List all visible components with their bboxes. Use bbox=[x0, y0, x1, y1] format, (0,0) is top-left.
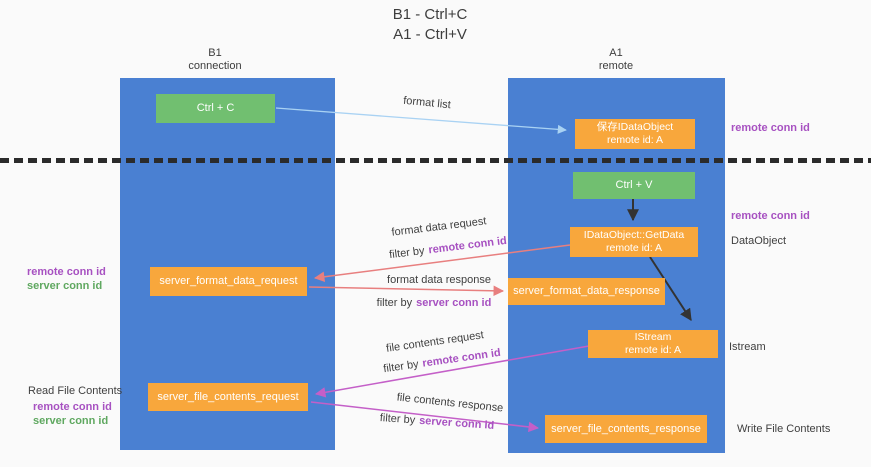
filter-server-conn-id-value: server conn id bbox=[418, 414, 495, 432]
node-idataobject-getdata-line2: remote id: A bbox=[605, 242, 663, 254]
node-ctrl-c: Ctrl + C bbox=[156, 94, 275, 123]
node-ctrl-c-label: Ctrl + C bbox=[196, 102, 235, 114]
lane-a1-name: A1 bbox=[609, 47, 623, 59]
filter-by-prefix: filter by bbox=[379, 412, 416, 427]
node-save-idataobject: 保存IDataObject remote id: A bbox=[575, 119, 695, 149]
label-dataobject: DataObject bbox=[731, 235, 787, 247]
node-server-format-data-request-label: server_format_data_request bbox=[159, 275, 298, 287]
node-server-file-contents-response-label: server_file_contents_response bbox=[551, 422, 701, 435]
title-line-2: A1 - Ctrl+V bbox=[393, 26, 467, 43]
title-line-1: B1 - Ctrl+C bbox=[392, 6, 468, 23]
label-read-file-contents: Read File Contents bbox=[28, 385, 123, 397]
diagram-title: B1 - Ctrl+C A1 - Ctrl+V bbox=[300, 5, 560, 45]
node-istream: IStream remote id: A bbox=[588, 330, 718, 358]
lane-header-a1: A1 remote bbox=[546, 47, 686, 73]
label-write-file-contents: Write File Contents bbox=[737, 423, 831, 435]
label-istream: Istream bbox=[729, 341, 766, 353]
node-server-file-contents-response: server_file_contents_response bbox=[545, 415, 707, 443]
filter-by-prefix: filter by bbox=[376, 297, 413, 309]
node-server-format-data-response: server_format_data_response bbox=[508, 278, 665, 305]
node-save-idataobject-line2: remote id: A bbox=[606, 134, 664, 146]
filter-remote-conn-id-value: remote conn id bbox=[427, 234, 508, 257]
filter-remote-conn-id-value: remote conn id bbox=[421, 346, 502, 370]
label-file-contents-response: file contents response bbox=[396, 391, 504, 415]
label-format-data-request: format data request bbox=[390, 215, 488, 239]
lane-header-b1: B1 connection bbox=[145, 47, 285, 73]
node-ctrl-v: Ctrl + V bbox=[573, 172, 695, 199]
node-ctrl-v-label: Ctrl + V bbox=[615, 179, 653, 191]
dashed-separator-line bbox=[0, 158, 871, 163]
label-format-list: format list bbox=[402, 94, 452, 112]
node-server-file-contents-request-label: server_file_contents_request bbox=[157, 390, 299, 403]
lane-a1-role: remote bbox=[598, 60, 634, 72]
node-server-format-data-response-label: server_format_data_response bbox=[513, 285, 660, 297]
filter-by-prefix: filter by bbox=[382, 358, 420, 376]
label-remote-conn-id-top-right: remote conn id bbox=[731, 122, 810, 134]
label-left-server-conn-id-1: server conn id bbox=[27, 280, 103, 292]
format-data-response-arrow bbox=[308, 285, 505, 297]
filter-by-prefix: filter by bbox=[388, 244, 426, 262]
label-format-data-response: format data response bbox=[387, 274, 491, 286]
lane-b1-role: connection bbox=[188, 60, 242, 72]
node-idataobject-getdata: IDataObject::GetData remote id: A bbox=[570, 227, 698, 257]
label-left-server-conn-id-2: server conn id bbox=[33, 415, 109, 427]
node-save-idataobject-line1: 保存IDataObject bbox=[596, 121, 674, 133]
lane-b1-name: B1 bbox=[208, 47, 222, 59]
node-idataobject-getdata-line1: IDataObject::GetData bbox=[583, 229, 685, 241]
label-left-remote-conn-id-1: remote conn id bbox=[27, 266, 106, 278]
label-left-remote-conn-id-2: remote conn id bbox=[33, 401, 112, 413]
node-istream-line1: IStream bbox=[634, 331, 672, 343]
label-remote-conn-id-mid-right: remote conn id bbox=[731, 210, 810, 222]
node-istream-line2: remote id: A bbox=[624, 344, 682, 356]
node-server-file-contents-request: server_file_contents_request bbox=[148, 383, 308, 411]
filter-server-conn-id-value: server conn id bbox=[416, 297, 492, 309]
node-server-format-data-request: server_format_data_request bbox=[150, 267, 307, 296]
